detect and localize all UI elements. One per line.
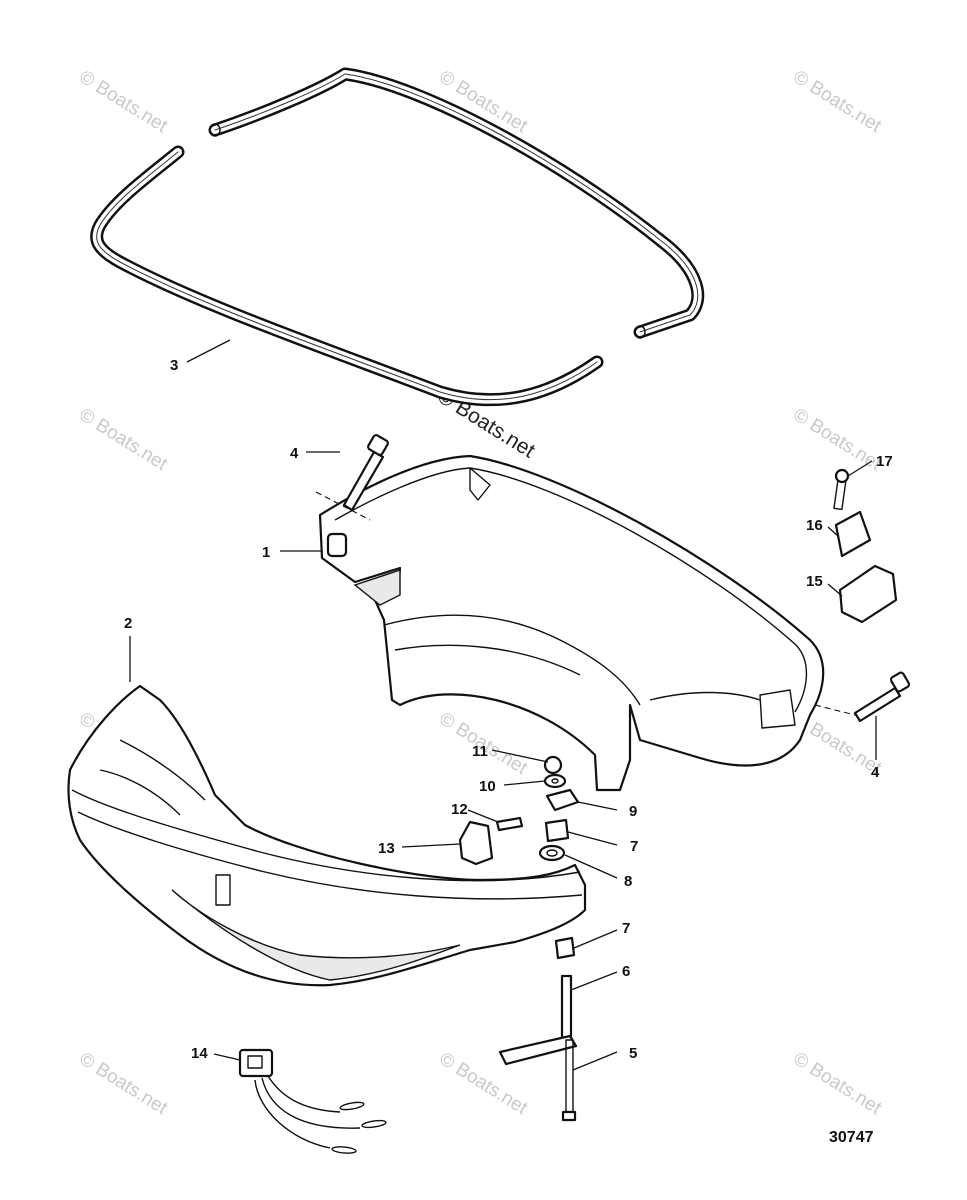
part-2-lower-cowl [67,684,587,987]
callout-9: 9 [629,803,637,820]
part-15-bracket [838,564,898,624]
callout-2: 2 [124,615,132,632]
callout-13: 13 [378,840,395,857]
callout-7: 7 [630,838,638,855]
part-7-grommet-upper [544,818,570,843]
part-1-upper-cowl [318,454,825,792]
watermark: © Boats.net [75,404,171,475]
part-3-seal [90,67,705,407]
callout-11: 11 [472,743,488,760]
callout-17: 17 [876,453,893,470]
watermark: © Boats.net [75,66,171,137]
part-14-switch [238,1048,387,1154]
callout-7: 7 [622,920,630,937]
leader-lines [129,339,877,1071]
part-12-screw [495,816,524,832]
part-11-nut [543,755,563,775]
callout-3: 3 [170,357,178,374]
part-4-bolt-right [814,671,911,723]
callout-14: 14 [191,1045,208,1062]
part-16-bracket [834,510,872,558]
part-4-bolt-upper [315,434,389,521]
callout-1: 1 [262,544,270,561]
callout-16: 16 [806,517,823,534]
part-6-latch [498,974,578,1066]
callout-15: 15 [806,573,823,590]
callout-5: 5 [629,1045,637,1062]
figure-number: 30747 [829,1129,874,1146]
part-7-grommet-lower [554,936,576,960]
watermark: © Boats.net [789,404,885,475]
watermark: © Boats.net [75,1048,171,1119]
watermark: © Boats.net [789,1048,885,1119]
watermark: © Boats.net [789,66,885,137]
callout-8: 8 [624,873,632,890]
part-17-screw [833,468,850,511]
callout-4: 4 [871,764,880,781]
callout-10: 10 [479,778,496,795]
part-10-washer [543,773,567,789]
part-8-washer [538,844,566,862]
part-9-clip [545,788,580,812]
part-13-clamp [458,820,494,866]
callout-4: 4 [290,445,299,462]
callout-12: 12 [451,801,468,818]
callouts: 1 2 3 4 4 5 6 7 7 8 9 10 11 12 13 14 15 … [124,357,893,1062]
part-5-pin [561,1039,577,1122]
callout-6: 6 [622,963,630,980]
